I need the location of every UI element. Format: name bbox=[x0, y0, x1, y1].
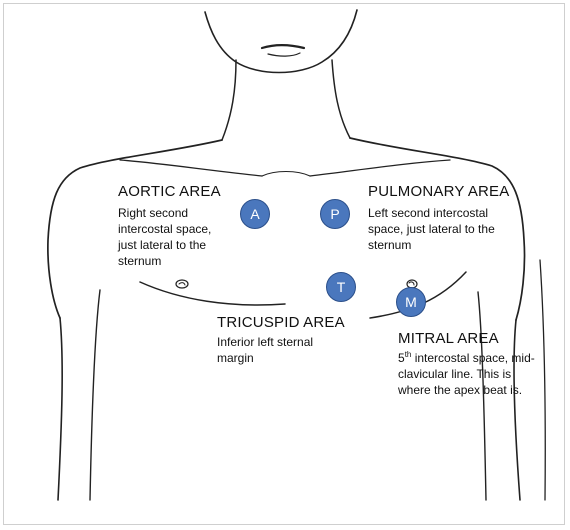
pulmonary-desc-line: space, just lateral to the bbox=[368, 221, 495, 237]
aortic-area-marker: A bbox=[240, 199, 270, 229]
mitral-desc-line: clavicular line. This is bbox=[398, 366, 535, 382]
mitral-area-marker: M bbox=[396, 287, 426, 317]
tricuspid-area-title: TRICUSPID AREA bbox=[217, 314, 345, 331]
aortic-desc-line: Right second bbox=[118, 205, 211, 221]
tricuspid-area-description: Inferior left sternal margin bbox=[217, 334, 313, 366]
mitral-ordinal-number: 5 bbox=[398, 351, 405, 365]
mitral-area-description: 5th intercostal space, mid- clavicular l… bbox=[398, 350, 535, 398]
aortic-desc-line: intercostal space, bbox=[118, 221, 211, 237]
mitral-desc-line: where the apex beat is. bbox=[398, 382, 535, 398]
tricuspid-area-marker: T bbox=[326, 272, 356, 302]
aortic-area-title: AORTIC AREA bbox=[118, 183, 221, 200]
aortic-area-description: Right second intercostal space, just lat… bbox=[118, 205, 211, 269]
aortic-desc-line: sternum bbox=[118, 253, 211, 269]
tricuspid-desc-line: Inferior left sternal bbox=[217, 334, 313, 350]
pulmonary-desc-line: sternum bbox=[368, 237, 495, 253]
pulmonary-area-marker: P bbox=[320, 199, 350, 229]
aortic-desc-line: just lateral to the bbox=[118, 237, 211, 253]
pulmonary-desc-line: Left second intercostal bbox=[368, 205, 495, 221]
mitral-area-title: MITRAL AREA bbox=[398, 330, 499, 347]
mitral-line1-rest: intercostal space, mid- bbox=[411, 351, 534, 365]
mitral-desc-line: 5th intercostal space, mid- bbox=[398, 350, 535, 366]
tricuspid-desc-line: margin bbox=[217, 350, 313, 366]
pulmonary-area-description: Left second intercostal space, just late… bbox=[368, 205, 495, 253]
pulmonary-area-title: PULMONARY AREA bbox=[368, 183, 509, 200]
